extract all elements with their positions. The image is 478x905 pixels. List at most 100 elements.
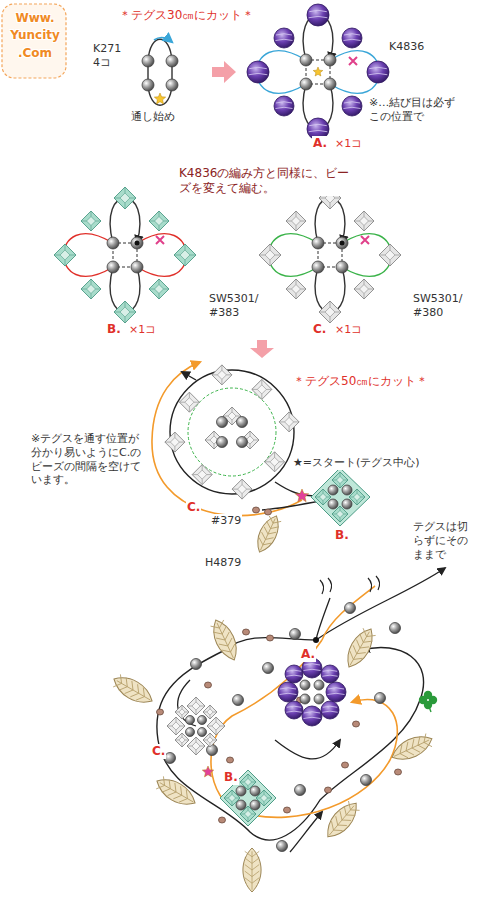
start-star: [202, 766, 213, 777]
grey-bead: [186, 716, 195, 725]
seed-bead: [243, 629, 250, 635]
grey-bead: [131, 261, 143, 273]
purple-bead: [321, 701, 339, 719]
bead-facet: [286, 211, 306, 231]
bead-facet: [187, 697, 205, 715]
leaf-bead: [109, 671, 156, 709]
seed-bead: [205, 682, 212, 688]
bead-facet: [155, 285, 164, 294]
grey-bead: [236, 786, 246, 796]
bicone-bead: [286, 279, 306, 299]
bead-stripe: [344, 102, 361, 109]
purple-bead: [302, 706, 322, 726]
bead-facet: [149, 211, 169, 231]
knot-dot: [340, 241, 345, 246]
purple-bead: [321, 665, 339, 683]
thread-line: [170, 370, 294, 494]
leaf-vein: [391, 734, 432, 763]
bicone-bead: [279, 412, 299, 432]
bead-facet: [174, 244, 196, 266]
bead-facet: [265, 250, 275, 260]
part-number: K4836: [388, 40, 425, 54]
purple-bead: [278, 682, 298, 702]
thread-line: [290, 812, 322, 852]
bead-facet: [192, 742, 200, 750]
bicone-bead: [187, 737, 205, 755]
knot-note: ※…結び目は必ず この位置で: [368, 96, 458, 124]
bicone-bead: [354, 211, 374, 231]
bicone-bead: [252, 379, 272, 399]
bead-stripe: [369, 67, 388, 74]
bead-facet: [285, 417, 294, 426]
thread-line: [320, 578, 332, 594]
section-letter: A.: [312, 136, 328, 151]
bead-facet: [120, 307, 130, 317]
bead-stripe: [328, 688, 345, 695]
spacing-note: ※テグスを通す位置が分かり易いようにC.のビーズの間隔を空けています。: [30, 432, 148, 487]
start-star: [313, 67, 323, 76]
bicone-bead: [192, 465, 212, 485]
seed-bead: [267, 635, 274, 641]
leaf-vein: [245, 851, 260, 890]
grey-bead: [295, 785, 306, 796]
grey-bead: [217, 437, 228, 448]
bicone-bead: [220, 770, 276, 826]
purple-bead: [274, 28, 294, 48]
part-number: #379: [210, 514, 242, 528]
bicone-bead: [319, 301, 341, 323]
leaf-bead: [207, 616, 242, 664]
bead-facet: [54, 244, 76, 266]
bead-stripe: [286, 670, 301, 676]
seed-bead: [353, 721, 360, 727]
bicone-bead: [279, 412, 299, 432]
bead-facet: [180, 250, 190, 260]
watermark-frame: [2, 4, 66, 78]
leaf-bead: [341, 624, 379, 671]
bead-facet: [212, 722, 220, 730]
purple-bead: [247, 61, 269, 83]
bead-facet: [187, 737, 205, 755]
grey-bead: [300, 78, 312, 90]
part-number: K271 4コ: [92, 42, 128, 70]
bead-stripe: [322, 706, 337, 712]
bead-stripe: [344, 34, 361, 41]
grey-bead: [166, 55, 178, 67]
bicone-bead: [379, 244, 401, 266]
bead-facet: [87, 217, 96, 226]
bead-facet: [360, 217, 369, 226]
bicone-bead: [232, 479, 252, 499]
grey-bead: [324, 54, 336, 66]
cut-note: ＊テグス30㎝にカット＊: [118, 8, 255, 23]
grey-bead: [345, 603, 356, 614]
cut-note: ＊テグス50㎝にカット＊: [292, 374, 429, 389]
purple-bead: [278, 682, 298, 702]
seed-bead: [157, 709, 164, 715]
bead-facet: [354, 279, 374, 299]
bicone-bead: [149, 279, 169, 299]
bicone-bead: [114, 301, 136, 323]
bicone-bead: [149, 279, 169, 299]
bead-facet: [60, 250, 70, 260]
thread-line: [275, 740, 340, 759]
bead-facet: [319, 301, 341, 323]
purple-bead: [326, 682, 346, 702]
grey-bead: [237, 437, 248, 448]
bicone-bead: [167, 717, 185, 735]
grey-bead: [300, 54, 312, 66]
bead-facet: [244, 778, 251, 785]
grey-bead: [277, 841, 288, 852]
bicone-bead: [212, 365, 232, 385]
bicone-bead: [165, 432, 185, 452]
bicone-bead: [114, 187, 136, 209]
part-number: SW5301/ #380: [412, 292, 466, 320]
start-star: [154, 93, 165, 104]
bicone-bead: [179, 392, 199, 412]
grey-bead: [142, 55, 154, 67]
grey-bead: [336, 261, 348, 273]
leaf-bead: [152, 773, 199, 811]
bicone-bead: [286, 211, 306, 231]
bicone-bead: [379, 244, 401, 266]
leaf-vein: [254, 516, 281, 553]
purple-bead: [307, 4, 329, 26]
purple-bead: [321, 701, 339, 719]
